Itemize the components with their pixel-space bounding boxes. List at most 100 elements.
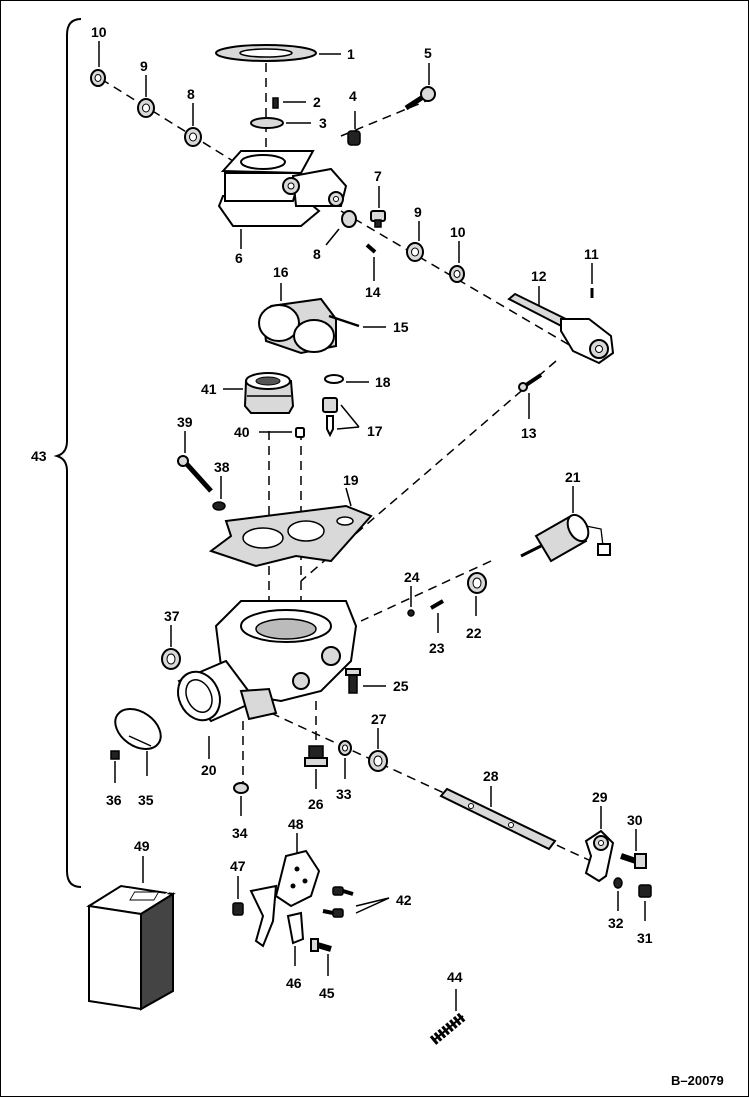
label-32: 32 — [608, 915, 624, 931]
solenoid-21 — [520, 513, 611, 563]
idle-screw-39 — [177, 455, 213, 493]
label-5: 5 — [424, 45, 432, 61]
label-37: 37 — [164, 608, 180, 624]
throttle-shaft-28 — [439, 787, 557, 851]
label-17: 17 — [367, 423, 383, 439]
clip-47 — [232, 902, 244, 916]
choke-shaft-12 — [507, 292, 615, 365]
label-27: 27 — [371, 711, 387, 727]
label-7: 7 — [374, 168, 382, 184]
label-21: 21 — [565, 469, 581, 485]
washer-22 — [467, 572, 487, 594]
spring-4 — [347, 130, 361, 146]
pin-14 — [365, 243, 377, 254]
washer-33 — [338, 740, 352, 756]
label-8-top: 8 — [187, 86, 195, 102]
screw-25 — [345, 668, 361, 694]
main-body-20 — [177, 600, 358, 723]
label-38: 38 — [214, 459, 230, 475]
bushing-9-top — [137, 98, 155, 118]
label-18: 18 — [375, 374, 391, 390]
label-19: 19 — [343, 472, 359, 488]
spring-44 — [429, 1012, 467, 1045]
repair-kit-box-49 — [86, 884, 176, 1011]
ball-24 — [407, 609, 415, 617]
label-29: 29 — [592, 789, 608, 805]
label-8-inner: 8 — [313, 246, 321, 262]
label-10-right: 10 — [450, 224, 466, 240]
label-41: 41 — [201, 381, 217, 397]
label-45: 45 — [319, 985, 335, 1001]
label-9-top: 9 — [140, 58, 148, 74]
screw-5 — [404, 86, 436, 111]
label-6: 6 — [235, 250, 243, 266]
plug-26 — [304, 745, 328, 767]
needle-valve-17 — [322, 397, 338, 438]
pin-15 — [328, 314, 360, 328]
label-46: 46 — [286, 975, 302, 991]
screw-7 — [370, 210, 386, 228]
label-1: 1 — [347, 46, 355, 62]
label-40: 40 — [234, 424, 250, 440]
spring-38 — [212, 501, 226, 511]
label-16: 16 — [273, 264, 289, 280]
label-9-right: 9 — [414, 204, 422, 220]
label-26: 26 — [308, 796, 324, 812]
label-36: 36 — [106, 792, 122, 808]
screw-30 — [620, 853, 647, 869]
label-43: 43 — [31, 448, 47, 464]
label-28: 28 — [483, 768, 499, 784]
screws-42 — [322, 886, 354, 918]
label-47: 47 — [230, 858, 246, 874]
label-2: 2 — [313, 94, 321, 110]
screw-45 — [310, 938, 332, 952]
label-44: 44 — [447, 969, 463, 985]
screw-23 — [429, 599, 445, 610]
label-22: 22 — [466, 625, 482, 641]
figure-reference-code: B–20079 — [671, 1073, 724, 1088]
label-39: 39 — [177, 414, 193, 430]
bushing-27 — [368, 750, 388, 772]
label-35: 35 — [138, 792, 154, 808]
washer-32 — [613, 877, 623, 889]
bushing-8-top — [184, 127, 202, 147]
label-48: 48 — [288, 816, 304, 832]
plate-48 — [274, 849, 321, 908]
label-13: 13 — [521, 425, 537, 441]
plate-3 — [250, 117, 284, 129]
label-3: 3 — [319, 115, 327, 131]
label-10-top: 10 — [91, 24, 107, 40]
washer-10-right — [449, 265, 465, 283]
venturi-41 — [243, 372, 295, 414]
nut-31 — [638, 884, 652, 898]
jet-40 — [295, 427, 305, 438]
label-12: 12 — [531, 268, 547, 284]
clip-46 — [286, 911, 305, 945]
label-31: 31 — [637, 930, 653, 946]
label-4: 4 — [349, 88, 357, 104]
label-30: 30 — [627, 812, 643, 828]
label-34: 34 — [232, 825, 248, 841]
screw-2 — [272, 97, 279, 109]
bushing-8-inner — [341, 210, 357, 228]
float-16 — [258, 297, 337, 355]
gasket-1 — [215, 44, 317, 62]
label-23: 23 — [429, 640, 445, 656]
label-15: 15 — [393, 319, 409, 335]
throttle-plate-35 — [114, 708, 162, 750]
label-24: 24 — [404, 569, 420, 585]
label-33: 33 — [336, 786, 352, 802]
label-42: 42 — [396, 892, 412, 908]
label-49: 49 — [134, 838, 150, 854]
washer-10-top — [90, 69, 106, 87]
bushing-37 — [161, 648, 181, 670]
gasket-19 — [208, 504, 373, 568]
ring-18 — [324, 374, 344, 384]
bushing-9-right — [406, 242, 424, 262]
screw-13 — [518, 373, 543, 392]
label-20: 20 — [201, 762, 217, 778]
lever-bracket — [249, 884, 278, 948]
washer-34 — [233, 782, 249, 794]
